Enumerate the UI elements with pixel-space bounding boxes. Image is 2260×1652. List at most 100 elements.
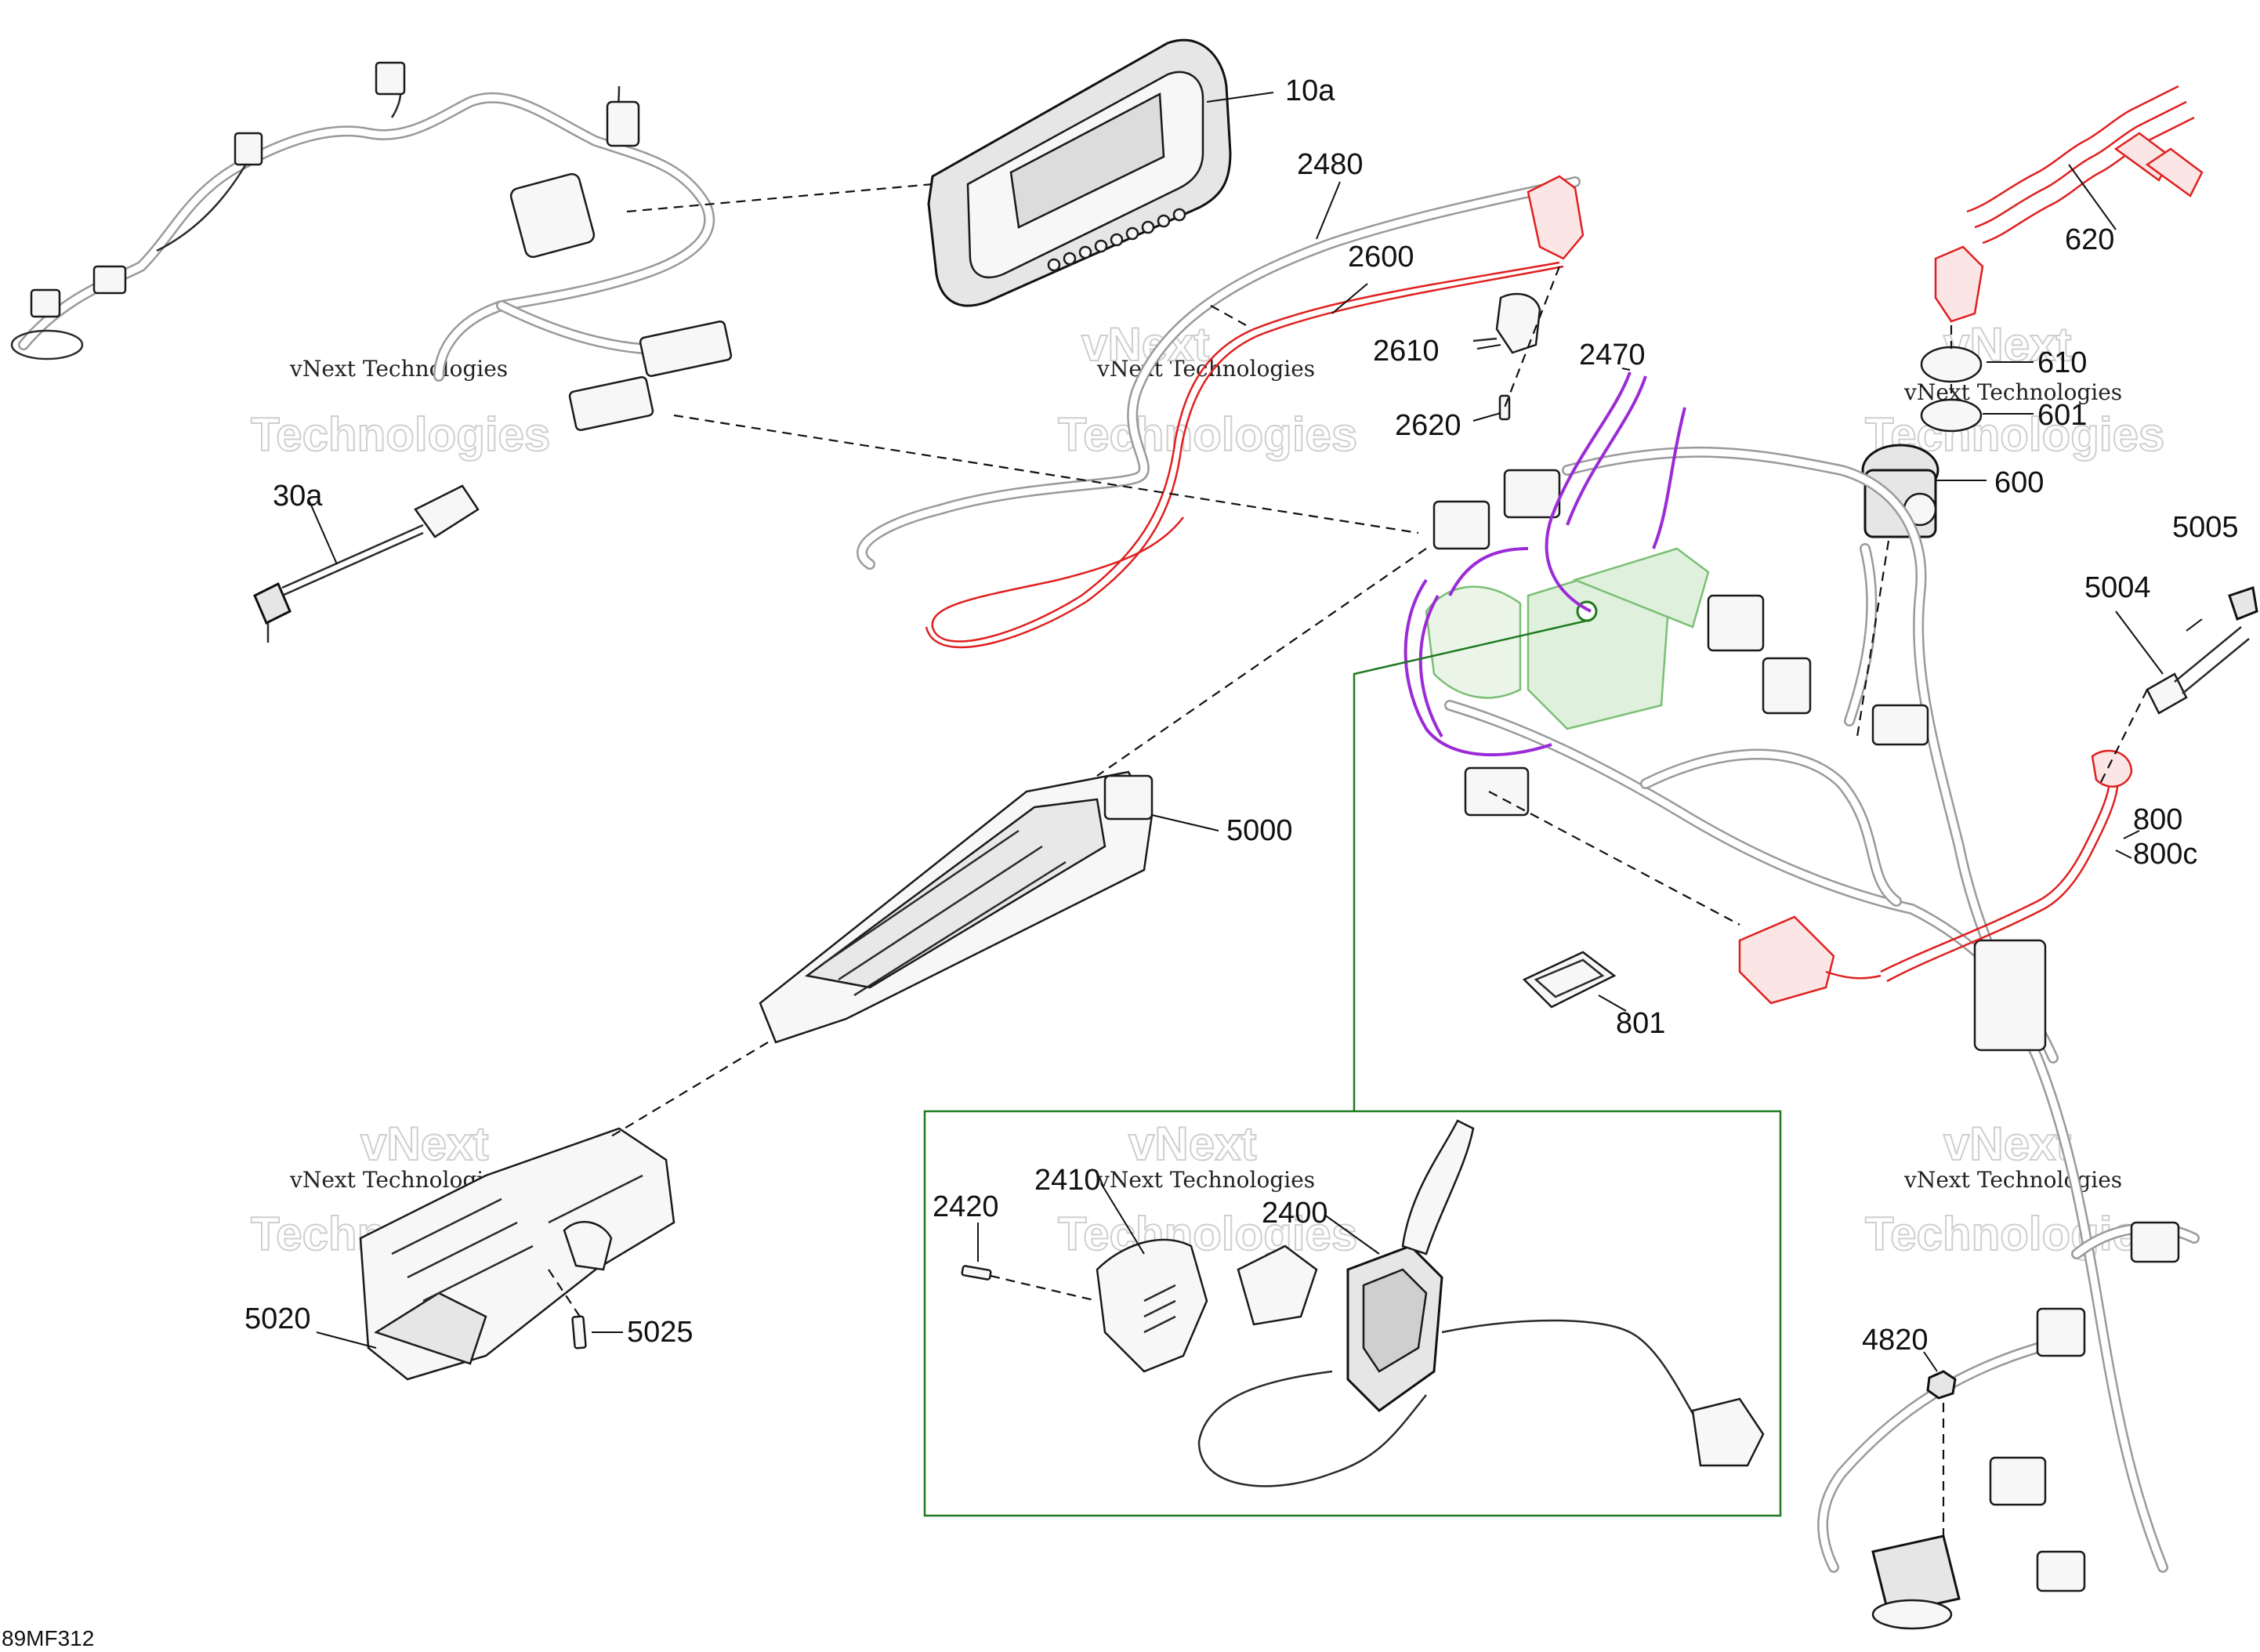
- callout-800: 800: [2133, 803, 2182, 836]
- switch-output-connector: [1691, 1397, 1765, 1467]
- leader-lines: [309, 92, 2203, 1372]
- ring-601: [1920, 398, 1983, 433]
- sensor-cable: [281, 523, 424, 589]
- watermark-small-1: vNext Technologies: [289, 356, 508, 382]
- detail-frame: [923, 1110, 1782, 1517]
- switch-assembly-highlight: [1425, 547, 1710, 730]
- screw-2420: [961, 1265, 992, 1281]
- callout-2480: 2480: [1297, 148, 1364, 181]
- callout-5000: 5000: [1226, 814, 1293, 847]
- callout-2470: 2470: [1579, 339, 1646, 371]
- harness-block: [1973, 939, 2047, 1052]
- throttle-lever: [1401, 1119, 1475, 1255]
- solenoid-base: [1871, 1599, 1953, 1630]
- cable-2470: [1403, 371, 1686, 757]
- callout-800c: 800c: [2133, 838, 2197, 871]
- detail-switch-assembly: [961, 1119, 1765, 1487]
- bracket-clamp: [563, 1220, 613, 1271]
- sensor-30a: [253, 484, 480, 643]
- detail-leader-line: [1353, 619, 1588, 1111]
- sensor-cable-edge: [281, 531, 424, 597]
- callout-2410: 2410: [1034, 1164, 1101, 1197]
- connector-multi-pin: [639, 320, 733, 378]
- callout-600: 600: [1994, 466, 2044, 499]
- callout-2620: 2620: [1395, 409, 1461, 442]
- callout-5005: 5005: [2172, 511, 2239, 544]
- watermark-large-1: Technologies: [251, 408, 550, 461]
- main-harness: [1432, 446, 2200, 1630]
- bracket-5020: [359, 1127, 675, 1381]
- watermark-small-5: vNext Technologies: [1096, 1167, 1315, 1193]
- watermark-large-2: Technologies: [1058, 408, 1357, 461]
- harness-connector-9: [2036, 1550, 2086, 1592]
- callout-2600: 2600: [1348, 241, 1414, 274]
- ecu-connector: [1103, 774, 1154, 821]
- harness-connector-8: [2130, 1221, 2180, 1263]
- connector-e: [30, 288, 61, 318]
- harness-connector-5: [1871, 704, 1929, 746]
- harness-connector-1: [1432, 500, 1490, 550]
- callout-4820: 4820: [1862, 1324, 1929, 1357]
- watermark-large-5: Technologies: [1058, 1208, 1357, 1260]
- nut-5005: [2228, 586, 2258, 621]
- connector-d: [92, 265, 127, 295]
- lanyard-620: [1934, 85, 2204, 323]
- tube-2480: [857, 176, 1581, 570]
- nut-4820: [1926, 1370, 1957, 1400]
- connector-large: [509, 172, 596, 259]
- cover-2410: [1096, 1238, 1208, 1373]
- harness-connector-3: [1707, 594, 1765, 652]
- watermark-small-2: vNext Technologies: [1096, 356, 1315, 382]
- callout-5025: 5025: [627, 1316, 694, 1349]
- switch-connector-small: [1237, 1244, 1318, 1326]
- bezel-610: [1920, 346, 1983, 383]
- bolt-head-5004: [2146, 672, 2188, 715]
- assembly-lines: [548, 183, 2148, 1536]
- solenoid: [1871, 1534, 1961, 1616]
- callout-610: 610: [2037, 346, 2087, 379]
- harness-loop: [10, 329, 84, 360]
- bolt-shank-edge: [2182, 638, 2250, 694]
- watermark-vnext-4: vNext: [1128, 1118, 1256, 1170]
- watermark-vnext-5: vNext: [360, 1118, 488, 1170]
- red-switch-2600: [1527, 175, 1585, 260]
- sensor-head: [253, 581, 292, 625]
- top-left-harness: [10, 61, 733, 431]
- callout-labels: 10a 2480 2600 2610 2620 2470 620 610 601…: [244, 74, 2239, 1357]
- callout-2420: 2420: [933, 1190, 999, 1223]
- watermark-small-6: vNext Technologies: [1903, 1167, 2122, 1193]
- watermark-vnext-3: vNext: [1943, 1118, 2071, 1170]
- battery-cable-800: [1738, 749, 2133, 1005]
- connector-plug: [568, 376, 654, 431]
- harness-connector-6: [1464, 766, 1530, 817]
- connector-a: [234, 132, 263, 166]
- callout-601: 601: [2037, 399, 2087, 432]
- harness-connector-4: [1762, 657, 1812, 715]
- lanyard-key: [1934, 245, 1984, 323]
- instrument-cluster: [927, 38, 1232, 307]
- cluster-button-row: [1047, 208, 1186, 272]
- callout-2610: 2610: [1373, 335, 1440, 368]
- callout-30a: 30a: [273, 480, 323, 513]
- seal-801-inner: [1534, 958, 1605, 998]
- callout-620: 620: [2065, 223, 2114, 256]
- callout-5020: 5020: [244, 1302, 311, 1335]
- callout-5004: 5004: [2084, 571, 2151, 604]
- harness-connector-7: [2036, 1307, 2086, 1357]
- cable-connector-800: [1738, 915, 1835, 1005]
- red-wire-2600: [925, 175, 1585, 649]
- bolt-shank-5004: [2174, 626, 2242, 683]
- cable-ring-terminal: [2091, 749, 2133, 788]
- clip-screw: [1472, 337, 1498, 342]
- connector-b: [375, 61, 406, 96]
- callout-10a: 10a: [1285, 74, 1335, 107]
- callout-801: 801: [1616, 1007, 1665, 1040]
- sensor-connector: [414, 484, 480, 538]
- diagram-code: 89MF312: [2, 1626, 94, 1650]
- harness-connector-10: [1989, 1456, 2047, 1506]
- bolt-5025: [571, 1315, 587, 1349]
- callout-2400: 2400: [1262, 1197, 1328, 1230]
- lanyard-clip-2: [2145, 147, 2204, 197]
- connector-c: [606, 100, 640, 147]
